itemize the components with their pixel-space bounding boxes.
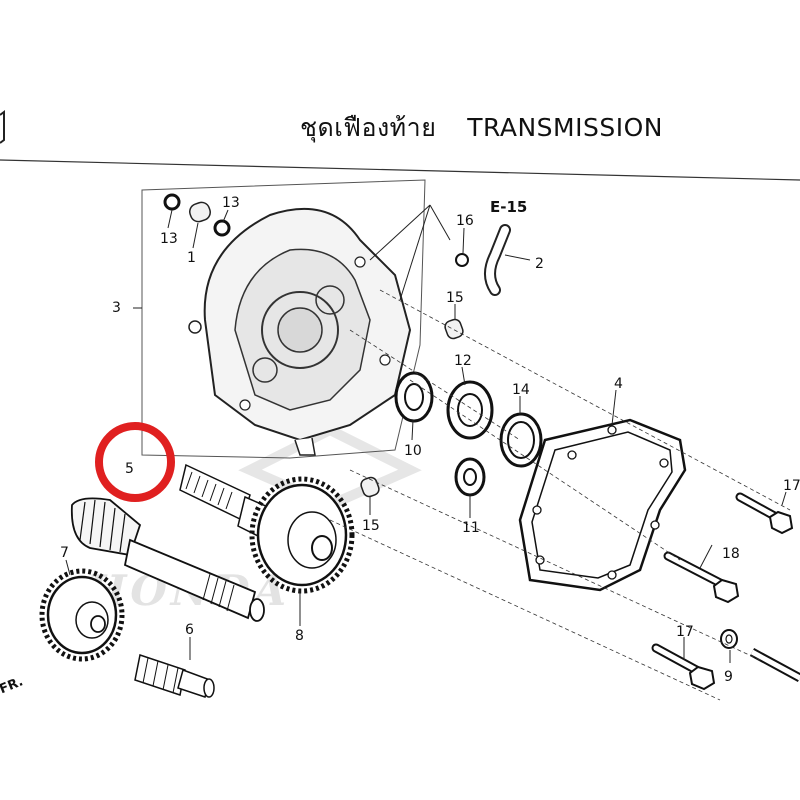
title-thai: ชุดเฟืองท้าย — [300, 113, 437, 142]
callout-17-upper: 17 — [783, 478, 800, 494]
callout-7: 7 — [60, 545, 69, 561]
dowel-15-upper — [444, 318, 464, 340]
callout-6: 6 — [185, 622, 194, 638]
title-english: TRANSMISSION — [467, 113, 663, 142]
frame-top-line — [0, 159, 800, 181]
callout-13-right: 13 — [222, 195, 240, 211]
bolt-17-upper — [735, 492, 794, 535]
callout-18: 18 — [722, 546, 740, 562]
callout-3: 3 — [112, 300, 121, 316]
bearing-10 — [394, 371, 434, 423]
leader-lines — [65, 204, 787, 663]
callout-5: 5 — [125, 461, 134, 477]
callout-10: 10 — [404, 443, 422, 459]
assembly-lines — [329, 289, 791, 701]
callout-8: 8 — [295, 628, 304, 644]
clip-16 — [455, 253, 469, 267]
callout-16: 16 — [456, 213, 474, 229]
callout-15-upper: 15 — [446, 290, 464, 306]
callout-14: 14 — [512, 382, 530, 398]
callout-11: 11 — [462, 520, 480, 536]
reference-e15: E-15 — [490, 198, 527, 216]
callout-9: 9 — [724, 669, 733, 685]
watermark-wing — [238, 424, 422, 511]
bearing-12 — [446, 380, 494, 440]
callout-4: 4 — [614, 376, 623, 392]
callout-13-left: 13 — [160, 231, 178, 247]
case-group-bracket — [141, 179, 426, 459]
oil-seal-14 — [499, 412, 543, 468]
callout-15-lower: 15 — [362, 518, 380, 534]
final-gear-8 — [249, 476, 355, 594]
callout-12: 12 — [454, 353, 472, 369]
dowel-15-lower — [360, 476, 380, 498]
dowel-pin-1 — [189, 201, 211, 223]
front-direction-label: FR. — [0, 674, 25, 697]
washer-9 — [720, 629, 738, 649]
o-ring-13-right — [213, 219, 231, 237]
transmission-case — [188, 207, 412, 456]
callout-1: 1 — [187, 250, 196, 266]
highlight-circle-part-5 — [95, 422, 175, 502]
frame-corner — [0, 110, 5, 144]
bearing-11 — [454, 457, 486, 497]
o-ring-13-left — [163, 193, 181, 211]
bolt-17-lower — [651, 643, 716, 691]
countershaft — [70, 497, 265, 622]
diagram-title: ชุดเฟืองท้าย TRANSMISSION — [300, 108, 663, 148]
gear-7 — [39, 568, 125, 662]
bolt-18 — [663, 551, 740, 604]
gasket-bolt-holes — [532, 425, 669, 580]
callout-numbers: 1 2 3 4 5 6 7 8 9 10 11 12 13 13 14 15 1… — [60, 195, 800, 685]
callout-2: 2 — [535, 256, 544, 272]
callout-17-lower: 17 — [676, 624, 694, 640]
drive-gear-6 — [134, 654, 215, 698]
